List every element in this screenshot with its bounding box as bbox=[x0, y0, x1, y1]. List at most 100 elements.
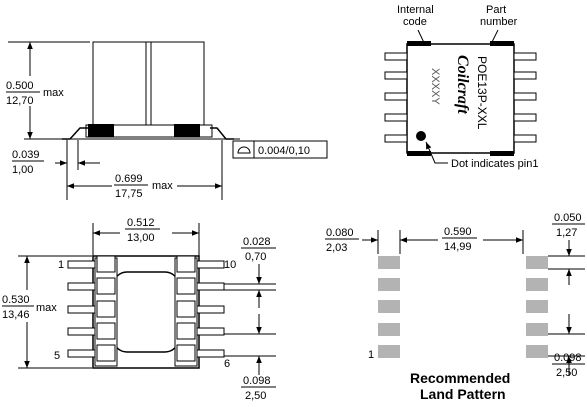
pin1-leader bbox=[425, 141, 448, 164]
height-in: 0.530 bbox=[2, 294, 30, 306]
side-view-lead-left bbox=[62, 127, 88, 140]
internal-code-marking: XXXXY bbox=[429, 68, 441, 105]
pin-6-label: 6 bbox=[224, 358, 230, 370]
bottom-terminal-pad bbox=[176, 322, 196, 340]
side-view-body bbox=[92, 41, 205, 129]
standoff-in: 0.039 bbox=[12, 149, 40, 161]
bottom-lead bbox=[196, 260, 225, 269]
pad-length-in: 0.080 bbox=[326, 227, 354, 239]
internal-code-label: code bbox=[403, 16, 427, 28]
height-max: max bbox=[43, 87, 64, 99]
top-lead bbox=[384, 113, 408, 122]
top-lead bbox=[513, 92, 537, 101]
land-pin-1-label: 1 bbox=[368, 349, 374, 361]
top-lead bbox=[513, 113, 537, 122]
lead-width-mm: 0,70 bbox=[245, 251, 266, 263]
length-in: 0.699 bbox=[115, 173, 143, 185]
bottom-view: 1 5 10 6 0.512 13,00 0.530 13,46 max 0.0… bbox=[2, 217, 276, 402]
bottom-terminal-pad bbox=[96, 322, 116, 340]
bottom-terminal-pad bbox=[176, 300, 196, 318]
part-number-label: Part bbox=[486, 4, 506, 16]
package-top-leads-left bbox=[384, 52, 408, 143]
height-max: max bbox=[36, 302, 57, 314]
pitch-mm: 2,50 bbox=[245, 390, 266, 402]
top-marking-view: Internal code Part number Coilcraft POE1… bbox=[384, 4, 538, 170]
package-top-leads-right bbox=[513, 52, 537, 143]
land-pad bbox=[526, 256, 548, 269]
land-pattern: 0.080 2,03 0.590 14,99 0.050 1,27 0.098 … bbox=[325, 212, 585, 402]
width-in: 0.512 bbox=[127, 217, 155, 229]
length-mm: 17,75 bbox=[115, 188, 143, 200]
side-view: 0.500 12,70 max 0.039 1,00 0.699 17,75 m… bbox=[6, 41, 328, 200]
side-view-lead-right bbox=[210, 127, 234, 140]
land-pad bbox=[378, 345, 400, 358]
bottom-terminal-pad bbox=[96, 277, 116, 295]
bottom-terminal-pad bbox=[176, 255, 196, 273]
bottom-lead bbox=[196, 305, 225, 314]
bottom-lead bbox=[67, 260, 96, 269]
part-number-label: number bbox=[480, 16, 518, 28]
land-pad bbox=[378, 323, 400, 336]
height-in: 0.500 bbox=[6, 80, 34, 92]
bottom-terminal-pad bbox=[96, 300, 116, 318]
bottom-terminal-pad bbox=[176, 277, 196, 295]
package-top-tab bbox=[407, 151, 431, 156]
top-lead bbox=[384, 52, 408, 61]
bottom-terminal-pad bbox=[96, 255, 116, 273]
pad-width-mm: 1,27 bbox=[556, 227, 577, 239]
bottom-lead bbox=[196, 282, 225, 291]
pin-5-label: 5 bbox=[54, 350, 60, 362]
land-pad bbox=[378, 256, 400, 269]
lead-width-in: 0.028 bbox=[243, 236, 271, 248]
pin-1-label: 1 bbox=[58, 259, 64, 271]
land-pattern-title: Land Pattern bbox=[420, 386, 506, 402]
pitch-mm: 2,50 bbox=[556, 367, 577, 379]
logo: Coilcraft bbox=[454, 55, 471, 114]
top-lead bbox=[384, 134, 408, 143]
top-lead bbox=[513, 134, 537, 143]
pitch-in: 0.098 bbox=[243, 375, 271, 387]
span-mm: 14,99 bbox=[444, 241, 472, 253]
pin-10-label: 10 bbox=[224, 259, 236, 271]
package-top-tab bbox=[490, 41, 514, 46]
top-lead bbox=[384, 71, 408, 80]
coplanarity-frame bbox=[232, 140, 328, 159]
pad-width-in: 0.050 bbox=[554, 212, 582, 224]
bottom-terminal-pad bbox=[176, 344, 196, 362]
land-pattern-title: Recommended bbox=[410, 370, 510, 386]
land-pad bbox=[526, 345, 548, 358]
bottom-lead bbox=[67, 327, 96, 336]
top-lead bbox=[384, 92, 408, 101]
land-pads bbox=[378, 256, 548, 358]
bottom-leads bbox=[67, 255, 225, 362]
bottom-lead bbox=[67, 282, 96, 291]
height-mm: 12,70 bbox=[6, 95, 34, 107]
top-lead bbox=[513, 52, 537, 61]
package-top-tab bbox=[407, 41, 431, 46]
land-pad bbox=[378, 278, 400, 291]
standoff-mm: 1,00 bbox=[12, 164, 33, 176]
pitch-in: 0.098 bbox=[554, 352, 582, 364]
pin1-dot bbox=[416, 131, 426, 141]
land-pad bbox=[526, 300, 548, 313]
side-view-terminal bbox=[88, 124, 114, 137]
bottom-lead bbox=[196, 327, 225, 336]
package-top-tab bbox=[490, 151, 514, 156]
pad-length-mm: 2,03 bbox=[326, 242, 347, 254]
length-max: max bbox=[152, 180, 173, 192]
part-number-marking: POE13P-XXL bbox=[475, 56, 489, 130]
bottom-terminal-pad bbox=[96, 344, 116, 362]
coplanarity-symbol bbox=[237, 146, 251, 154]
coplanarity-value: 0.004/0,10 bbox=[258, 145, 310, 157]
land-pad bbox=[526, 323, 548, 336]
width-mm: 13,00 bbox=[127, 232, 155, 244]
top-lead bbox=[513, 71, 537, 80]
bottom-lead bbox=[67, 349, 96, 358]
bottom-core bbox=[112, 271, 180, 353]
pin1-note: Dot indicates pin1 bbox=[451, 158, 538, 170]
bottom-lead bbox=[196, 349, 225, 358]
internal-code-label: Internal bbox=[397, 4, 434, 16]
land-pad bbox=[378, 300, 400, 313]
side-view-terminal bbox=[174, 124, 200, 137]
